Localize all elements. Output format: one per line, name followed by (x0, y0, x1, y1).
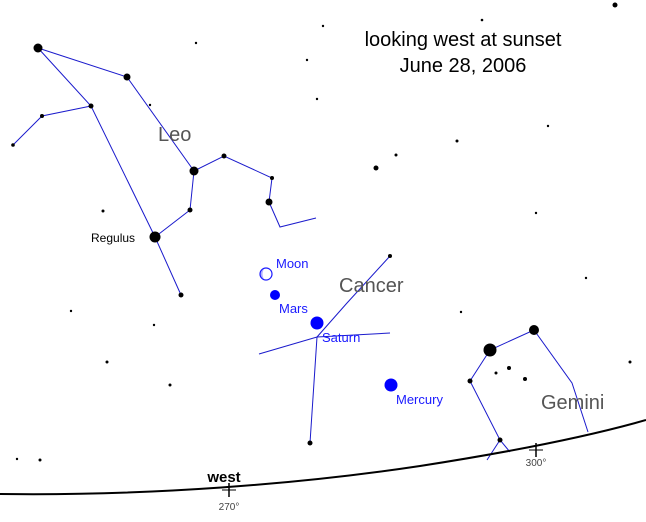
field-star (584, 276, 588, 280)
regulus-label: Regulus (91, 231, 135, 245)
field-star (455, 139, 459, 143)
moon-label: Moon (276, 256, 309, 271)
chart-title-line1: looking west at sunset (365, 29, 562, 51)
cancer-label: Cancer (339, 275, 404, 297)
field-star (38, 458, 42, 462)
azimuth-300-label: 300° (526, 458, 547, 469)
field-star (459, 310, 463, 314)
field-star (152, 323, 156, 327)
star (529, 325, 539, 335)
star (40, 114, 44, 118)
mercury-marker (384, 378, 398, 392)
field-star (546, 124, 550, 128)
field-star (101, 209, 105, 213)
field-star (507, 366, 511, 370)
field-star (69, 309, 73, 313)
star (270, 176, 274, 180)
mars-marker (270, 290, 280, 300)
field-star (305, 58, 309, 62)
star (88, 103, 94, 109)
field-star (15, 457, 19, 461)
star (497, 437, 503, 443)
field-star (315, 97, 319, 101)
mercury-label: Mercury (396, 392, 443, 407)
star (189, 166, 199, 176)
field-star (480, 18, 484, 22)
cancer-lines (258, 255, 391, 444)
leo-lines (12, 47, 317, 296)
moon-phase-shadow (260, 268, 266, 280)
mars-label: Mars (279, 301, 308, 316)
field-star (194, 41, 198, 45)
field-star (168, 383, 172, 387)
field-star (394, 153, 398, 157)
star (123, 73, 131, 81)
gemini-label: Gemini (541, 392, 604, 414)
star (11, 143, 15, 147)
saturn-label: Saturn (322, 330, 360, 345)
star (388, 254, 392, 258)
field-star (523, 377, 527, 381)
field-stars (15, 2, 632, 462)
field-star (494, 371, 498, 375)
star-regulus (149, 231, 161, 243)
star (33, 43, 43, 53)
direction-west-label: west (206, 469, 240, 486)
chart-title-line2: June 28, 2006 (400, 55, 527, 77)
star (178, 292, 184, 298)
star (221, 153, 227, 159)
constellation-stars (11, 43, 539, 446)
saturn-marker (310, 316, 324, 330)
star (265, 198, 273, 206)
field-star (534, 211, 538, 215)
horizon-line (0, 419, 646, 496)
field-star (148, 103, 152, 107)
moon-marker (259, 267, 273, 281)
star (467, 378, 473, 384)
field-star (105, 360, 109, 364)
star (307, 440, 313, 446)
star (483, 343, 497, 357)
field-star (628, 360, 632, 364)
field-star (612, 2, 618, 8)
leo-label: Leo (158, 124, 191, 146)
azimuth-270-label: 270° (219, 502, 240, 513)
field-star (321, 24, 325, 28)
star (187, 207, 193, 213)
field-star (373, 165, 379, 171)
